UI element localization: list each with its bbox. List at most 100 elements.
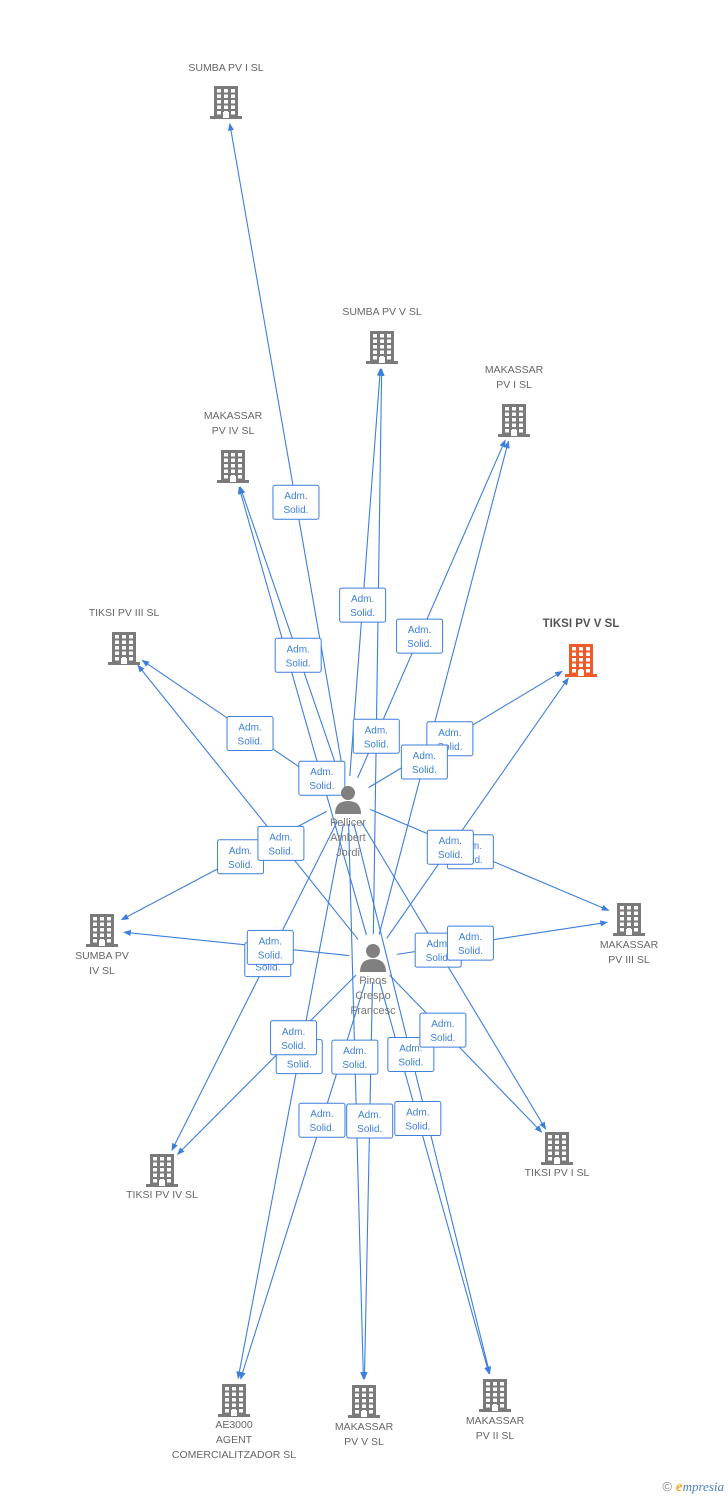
building-icon [217, 450, 249, 483]
relation-badge[interactable]: Adm.Solid. [217, 839, 265, 875]
badge-box [394, 1101, 442, 1137]
building-icon [479, 1379, 511, 1412]
badge-text: Adm. [229, 846, 252, 857]
company-node-tiksi3[interactable]: TIKSI PV III SL [89, 607, 160, 665]
person-label: Pinos [359, 975, 387, 987]
edge-pinos-tiksi1 [389, 974, 543, 1133]
badge-text: Adm. [439, 836, 462, 847]
company-label: SUMBA PV V SL [342, 306, 422, 318]
edge-pinos-mak4 [237, 486, 367, 936]
building-icon [613, 903, 645, 936]
company-label: TIKSI PV I SL [525, 1167, 590, 1179]
badge-text: Solid. [357, 1124, 382, 1135]
company-label: MAKASSAR [204, 410, 263, 422]
badge-text: Adm. [438, 728, 461, 739]
company-label: TIKSI PV IV SL [126, 1189, 198, 1201]
company-label: PV I SL [496, 379, 532, 391]
badge-text: Adm. [282, 1027, 305, 1038]
company-node-sumba1[interactable]: SUMBA PV I SL [188, 62, 264, 119]
relation-badge[interactable]: Adm.Solid. [272, 484, 320, 520]
relation-badge[interactable]: Adm.Solid. [246, 929, 294, 965]
edge-pinos-tiksi4 [176, 974, 357, 1155]
badge-text: Adm. [459, 932, 482, 943]
edge-pinos-tiksi3 [137, 664, 359, 940]
company-label: PV II SL [476, 1430, 515, 1442]
relation-badge[interactable]: Adm.Solid. [419, 1012, 467, 1048]
building-icon [146, 1154, 178, 1187]
company-label: MAKASSAR [485, 364, 544, 376]
badge-box [396, 618, 444, 654]
company-node-tiksi1[interactable]: TIKSI PV I SL [525, 1132, 590, 1179]
company-node-tiksi5[interactable]: TIKSI PV V SL [543, 618, 620, 677]
badge-box [331, 1039, 379, 1075]
relation-badge[interactable]: Adm.Solid. [426, 829, 474, 865]
edge-pinos-sumba4 [123, 929, 350, 957]
badge-text: Solid. [281, 1041, 306, 1052]
person-icon [335, 786, 361, 814]
company-label: MAKASSAR [600, 939, 659, 951]
relation-badge[interactable]: Adm.Solid. [298, 1102, 346, 1138]
edge-pellicer-tiksi4 [171, 821, 338, 1152]
badge-text: Solid. [268, 846, 293, 857]
badge-text: Adm. [310, 1109, 333, 1120]
building-icon [498, 404, 530, 437]
relation-badge[interactable]: Adm. Solid. [352, 718, 400, 754]
footer-brand[interactable]: ©empresia [662, 1479, 724, 1496]
badge-text: Solid. [342, 1060, 367, 1071]
relation-badge[interactable]: Adm. Solid. [270, 1020, 318, 1056]
company-node-sumba5[interactable]: SUMBA PV V SL [342, 306, 422, 364]
relation-badge[interactable]: Adm.Solid. [396, 618, 444, 654]
relation-badge[interactable]: Adm.Solid. [226, 716, 274, 752]
badge-text: Adm. [431, 1019, 454, 1030]
person-label: Ambert [330, 832, 365, 844]
company-node-mak3[interactable]: MAKASSAR PV III SL [600, 903, 659, 966]
badge-box [246, 929, 294, 965]
badge-box [339, 587, 387, 623]
badge-box [257, 825, 305, 861]
badge-text: Solid. [364, 739, 389, 750]
relation-badge[interactable]: Adm.Solid. [394, 1101, 442, 1137]
badge-text: Solid. [412, 765, 437, 776]
company-node-tiksi4[interactable]: TIKSI PV IV SL [126, 1154, 198, 1201]
company-label: PV V SL [344, 1436, 384, 1448]
person-label: Jordi [336, 847, 360, 859]
company-node-mak1[interactable]: MAKASSAR PV I SL [485, 364, 544, 437]
badge-box [426, 829, 474, 865]
badge-text: Solid. [255, 963, 280, 974]
badge-box [226, 716, 274, 752]
badge-text: Adm. [310, 767, 333, 778]
person-label: Francesc [350, 1005, 396, 1017]
person-label: Crespo [355, 990, 390, 1002]
relation-badge[interactable]: Adm.Solid. [446, 925, 494, 961]
building-icon [565, 644, 597, 677]
building-icon [218, 1384, 250, 1417]
relation-badge[interactable]: Adm.Solid. [346, 1103, 394, 1139]
relation-badge[interactable]: Adm.Solid. [339, 587, 387, 623]
relation-badge[interactable]: Adm.Solid. [257, 825, 305, 861]
company-label: PV III SL [608, 954, 650, 966]
badge-text: Solid. [286, 658, 311, 669]
relation-badge[interactable]: Adm.Solid. [331, 1039, 379, 1075]
company-label: AGENT [216, 1434, 253, 1446]
edge-pellicer-sumba5 [349, 368, 383, 777]
relation-badge[interactable]: Adm.Solid. [400, 744, 448, 780]
building-icon [366, 331, 398, 364]
brand-logo-initial: e [675, 1479, 683, 1495]
badge-text: Adm. [406, 1108, 429, 1119]
badge-text: Adm. [351, 594, 374, 605]
badge-text: Adm. [365, 725, 388, 736]
node-layer: SUMBA PV I SL SUMBA PV V SL MAKASSAR PV I S… [75, 62, 658, 1461]
edge-pellicer-sumba1 [227, 122, 345, 777]
relation-badge[interactable]: Adm.Solid. [274, 637, 322, 673]
badge-text: Solid. [287, 1060, 312, 1071]
relation-badge[interactable]: Adm.Solid. [298, 760, 346, 796]
badge-text: Adm. [238, 723, 261, 734]
